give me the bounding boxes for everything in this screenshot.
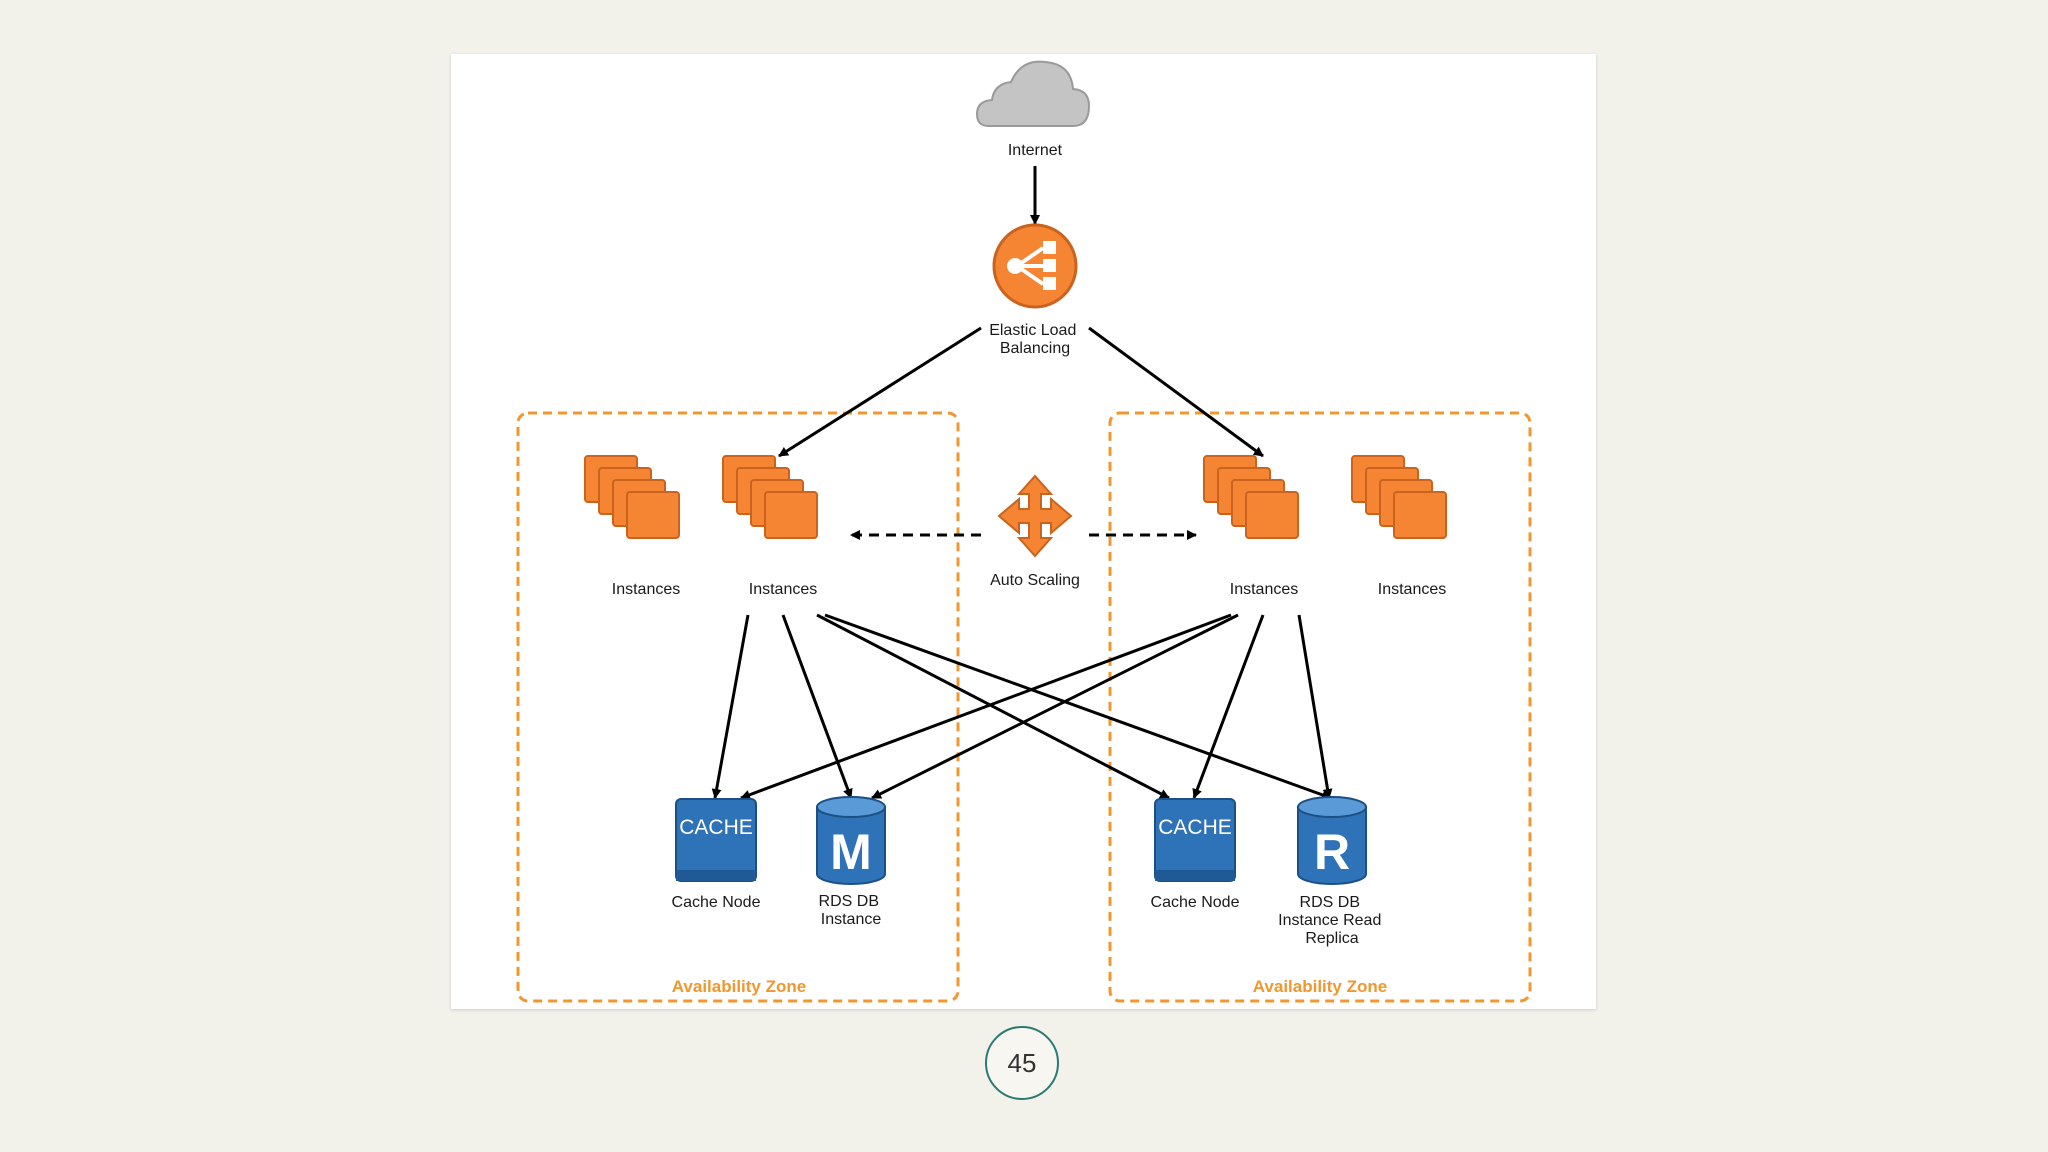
rds-db-master-icon: M bbox=[816, 796, 886, 885]
cache-node-label: Cache Node bbox=[672, 894, 761, 911]
instances-label: Instances bbox=[1378, 581, 1446, 598]
instances-icon bbox=[1351, 455, 1447, 539]
auto-scaling-label: Auto Scaling bbox=[990, 572, 1080, 589]
rds-read-replica-icon: R bbox=[1297, 796, 1367, 885]
diagram-slide: Availability Zone Availability Zone Inte… bbox=[451, 54, 1596, 1009]
rds-db-label: RDS DB Instance bbox=[819, 893, 884, 928]
svg-text:CACHE: CACHE bbox=[679, 816, 753, 839]
zone-label-left: Availability Zone bbox=[672, 977, 806, 996]
cache-node-label: Cache Node bbox=[1151, 894, 1240, 911]
instances-icon bbox=[584, 455, 680, 539]
svg-text:R: R bbox=[1314, 824, 1350, 880]
page-number: 45 bbox=[1007, 1047, 1037, 1078]
cache-node-icon: CACHE bbox=[675, 798, 757, 882]
svg-text:CACHE: CACHE bbox=[1158, 816, 1232, 839]
cloud-icon bbox=[975, 60, 1091, 127]
zone-label-right: Availability Zone bbox=[1253, 977, 1387, 996]
auto-scaling-icon bbox=[997, 474, 1073, 558]
availability-zone-left bbox=[516, 411, 960, 1003]
architecture-diagram: Availability Zone Availability Zone Inte… bbox=[516, 60, 1532, 1003]
elb-label: Elastic Load Balancing bbox=[989, 322, 1081, 357]
instances-label: Instances bbox=[749, 581, 817, 598]
internet-label: Internet bbox=[1008, 142, 1063, 159]
load-balancer-icon bbox=[992, 223, 1078, 309]
arrow-elb-left-instances bbox=[778, 326, 982, 458]
rds-read-replica-label: RDS DB Instance Read Replica bbox=[1278, 894, 1386, 947]
instances-icon bbox=[722, 455, 818, 539]
connectors bbox=[711, 166, 1333, 800]
instances-label: Instances bbox=[1230, 581, 1298, 598]
svg-text:M: M bbox=[830, 824, 872, 880]
availability-zone-right bbox=[1108, 411, 1532, 1003]
cache-node-icon: CACHE bbox=[1154, 798, 1236, 882]
arrow-elb-right-instances bbox=[1088, 326, 1264, 458]
page-number-badge: 45 bbox=[985, 1026, 1059, 1100]
instances-icon bbox=[1203, 455, 1299, 539]
instances-label: Instances bbox=[612, 581, 680, 598]
